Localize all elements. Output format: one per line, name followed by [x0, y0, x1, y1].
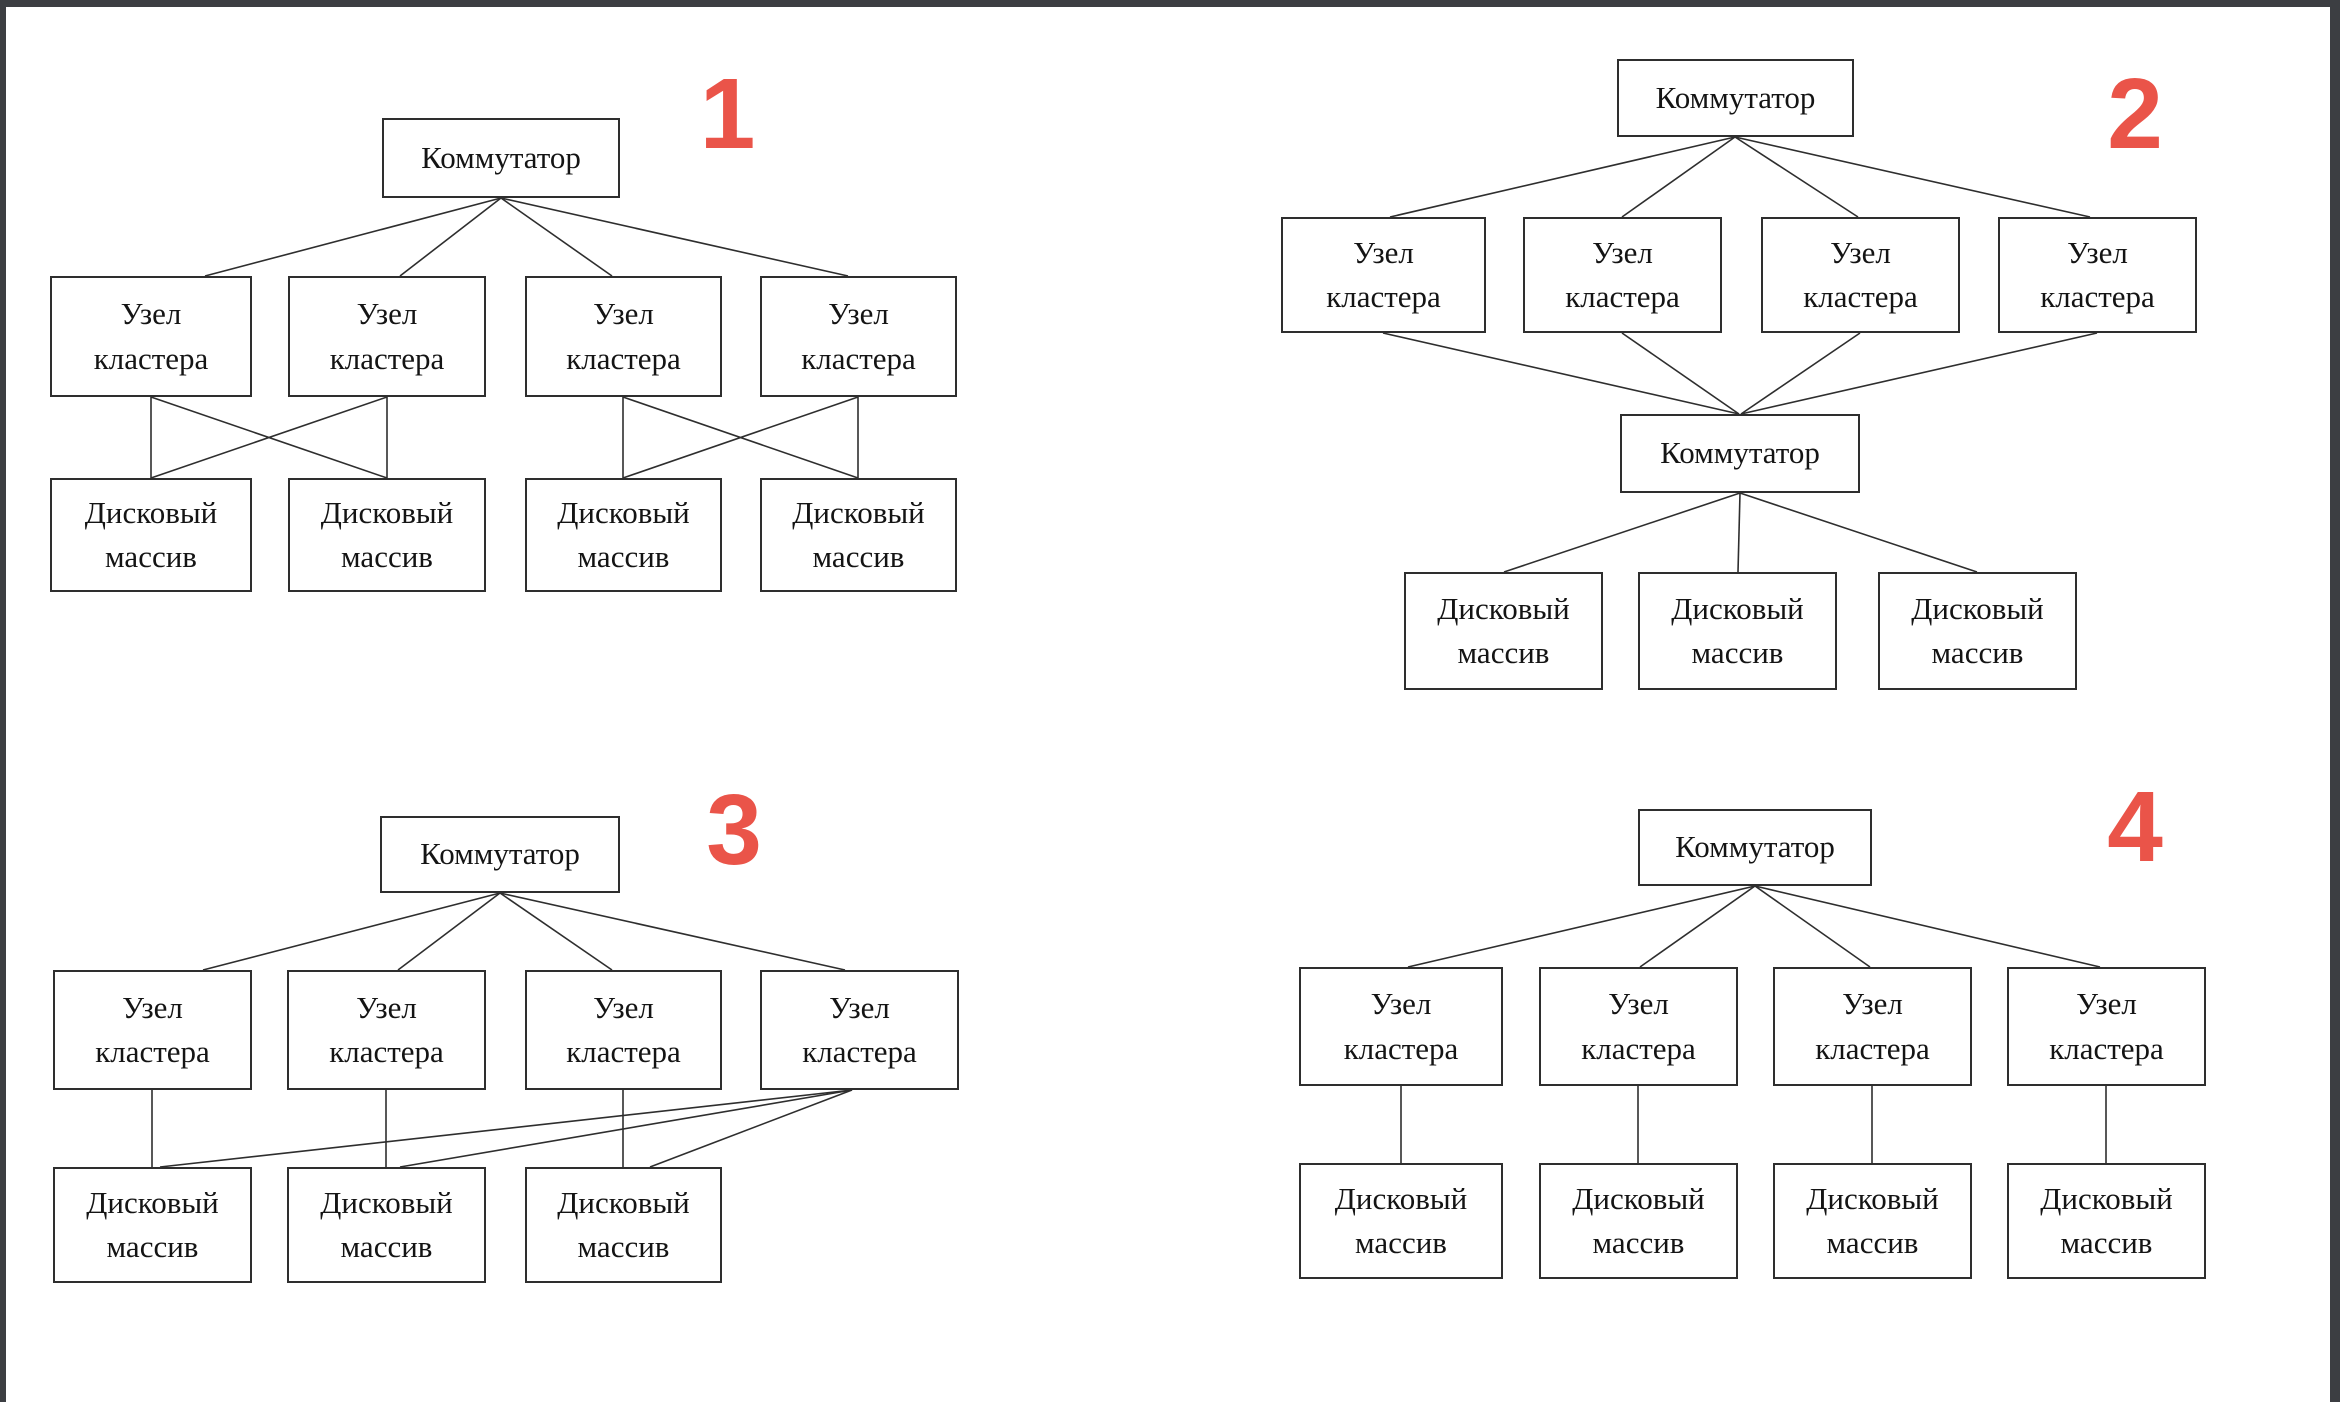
connection-line: [1740, 332, 1861, 415]
connection-line: [1739, 492, 1978, 573]
diagram-2-switch-bottom: Коммутатор: [1620, 414, 1860, 493]
diagram-1-node-4: Узел кластера: [760, 276, 957, 397]
diagram-2-node-2: Узел кластера: [1523, 217, 1722, 333]
diagram-4-node-4: Узел кластера: [2007, 967, 2206, 1086]
diagram-1-switch: Коммутатор: [382, 118, 620, 198]
connection-line: [399, 197, 502, 277]
connection-line: [1734, 136, 2091, 218]
connection-line: [499, 892, 846, 971]
connection-line: [150, 396, 388, 479]
diagram-3-node-4: Узел кластера: [760, 970, 959, 1090]
diagram-2-connections: [1382, 136, 2098, 573]
diagram-1-connections: [150, 197, 859, 479]
connection-line: [204, 197, 502, 277]
diagram-4-node-1: Узел кластера: [1299, 967, 1503, 1086]
diagram-2-switch-top: Коммутатор: [1617, 59, 1854, 137]
diagram-3-disk-3: Дисковый массив: [525, 1167, 722, 1283]
connection-line: [1639, 885, 1756, 968]
connection-line: [1754, 885, 2101, 968]
connection-line: [649, 1089, 853, 1168]
diagram-4-switch: Коммутатор: [1638, 809, 1872, 886]
diagram-1-node-1: Узел кластера: [50, 276, 252, 397]
frame-border-top: [0, 0, 2340, 7]
connection-line: [499, 892, 613, 971]
connection-line: [202, 892, 501, 971]
connection-line: [1503, 492, 1741, 573]
diagram-4-node-2: Узел кластера: [1539, 967, 1738, 1086]
diagram-4-node-3: Узел кластера: [1773, 967, 1972, 1086]
diagram-1-disk-3: Дисковый массив: [525, 478, 722, 592]
diagram-3-node-2: Узел кластера: [287, 970, 486, 1090]
connection-line: [1621, 332, 1740, 415]
diagram-2-node-4: Узел кластера: [1998, 217, 2197, 333]
connection-line: [622, 396, 859, 479]
connection-line: [1389, 136, 1736, 218]
connection-line: [397, 892, 501, 971]
frame-border-left: [0, 0, 6, 1402]
connection-line: [1740, 332, 2098, 415]
connection-line: [159, 1089, 853, 1168]
diagram-4-disk-4: Дисковый массив: [2007, 1163, 2206, 1279]
connection-line: [1407, 885, 1756, 968]
connection-line: [1737, 492, 1741, 573]
diagram-2-node-3: Узел кластера: [1761, 217, 1960, 333]
connection-line: [1734, 136, 1859, 218]
diagram-4-disk-2: Дисковый массив: [1539, 1163, 1738, 1279]
diagram-2-disk-2: Дисковый массив: [1638, 572, 1837, 690]
connection-line: [399, 1089, 853, 1168]
diagram-2-node-1: Узел кластера: [1281, 217, 1486, 333]
diagram-1-number: 1: [699, 58, 756, 170]
connection-line: [500, 197, 849, 277]
diagram-4-disk-3: Дисковый массив: [1773, 1163, 1972, 1279]
frame-border-right: [2330, 0, 2340, 1402]
connection-line: [1754, 885, 1871, 968]
diagram-1-disk-4: Дисковый массив: [760, 478, 957, 592]
diagram-3-disk-1: Дисковый массив: [53, 1167, 252, 1283]
diagram-2-number: 2: [2107, 58, 2163, 170]
diagram-3-number: 3: [706, 774, 762, 886]
diagram-1-disk-2: Дисковый массив: [288, 478, 486, 592]
diagram-4-number: 4: [2107, 771, 2163, 883]
diagram-3-switch: Коммутатор: [380, 816, 620, 893]
diagram-1-disk-1: Дисковый массив: [50, 478, 252, 592]
connection-line: [1621, 136, 1736, 218]
diagram-3-node-1: Узел кластера: [53, 970, 252, 1090]
diagram-4-disk-1: Дисковый массив: [1299, 1163, 1503, 1279]
connection-line: [500, 197, 613, 277]
connection-line: [1382, 332, 1740, 415]
diagram-4-connections: [1400, 885, 2107, 1163]
diagram-3-connections: [151, 892, 853, 1168]
diagram-3-node-3: Узел кластера: [525, 970, 722, 1090]
diagram-2-disk-1: Дисковый массив: [1404, 572, 1603, 690]
diagram-3-disk-2: Дисковый массив: [287, 1167, 486, 1283]
diagram-1-node-3: Узел кластера: [525, 276, 722, 397]
diagram-1-node-2: Узел кластера: [288, 276, 486, 397]
diagram-2-disk-3: Дисковый массив: [1878, 572, 2077, 690]
